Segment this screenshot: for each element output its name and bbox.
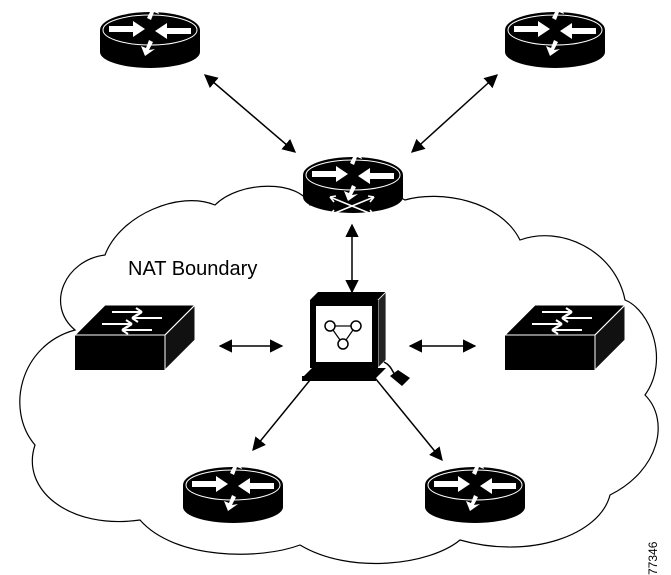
- nat-router-icon: [302, 148, 404, 217]
- link-router-top-left-nat-router: [203, 74, 297, 153]
- workstation-icon: [302, 291, 410, 386]
- router-top-right-icon: [504, 3, 606, 69]
- figure-id: 77346: [646, 541, 660, 575]
- link-router-top-right-nat-router: [410, 74, 499, 153]
- router-top-left-icon: [99, 3, 201, 69]
- nat-boundary-label: NAT Boundary: [128, 258, 258, 280]
